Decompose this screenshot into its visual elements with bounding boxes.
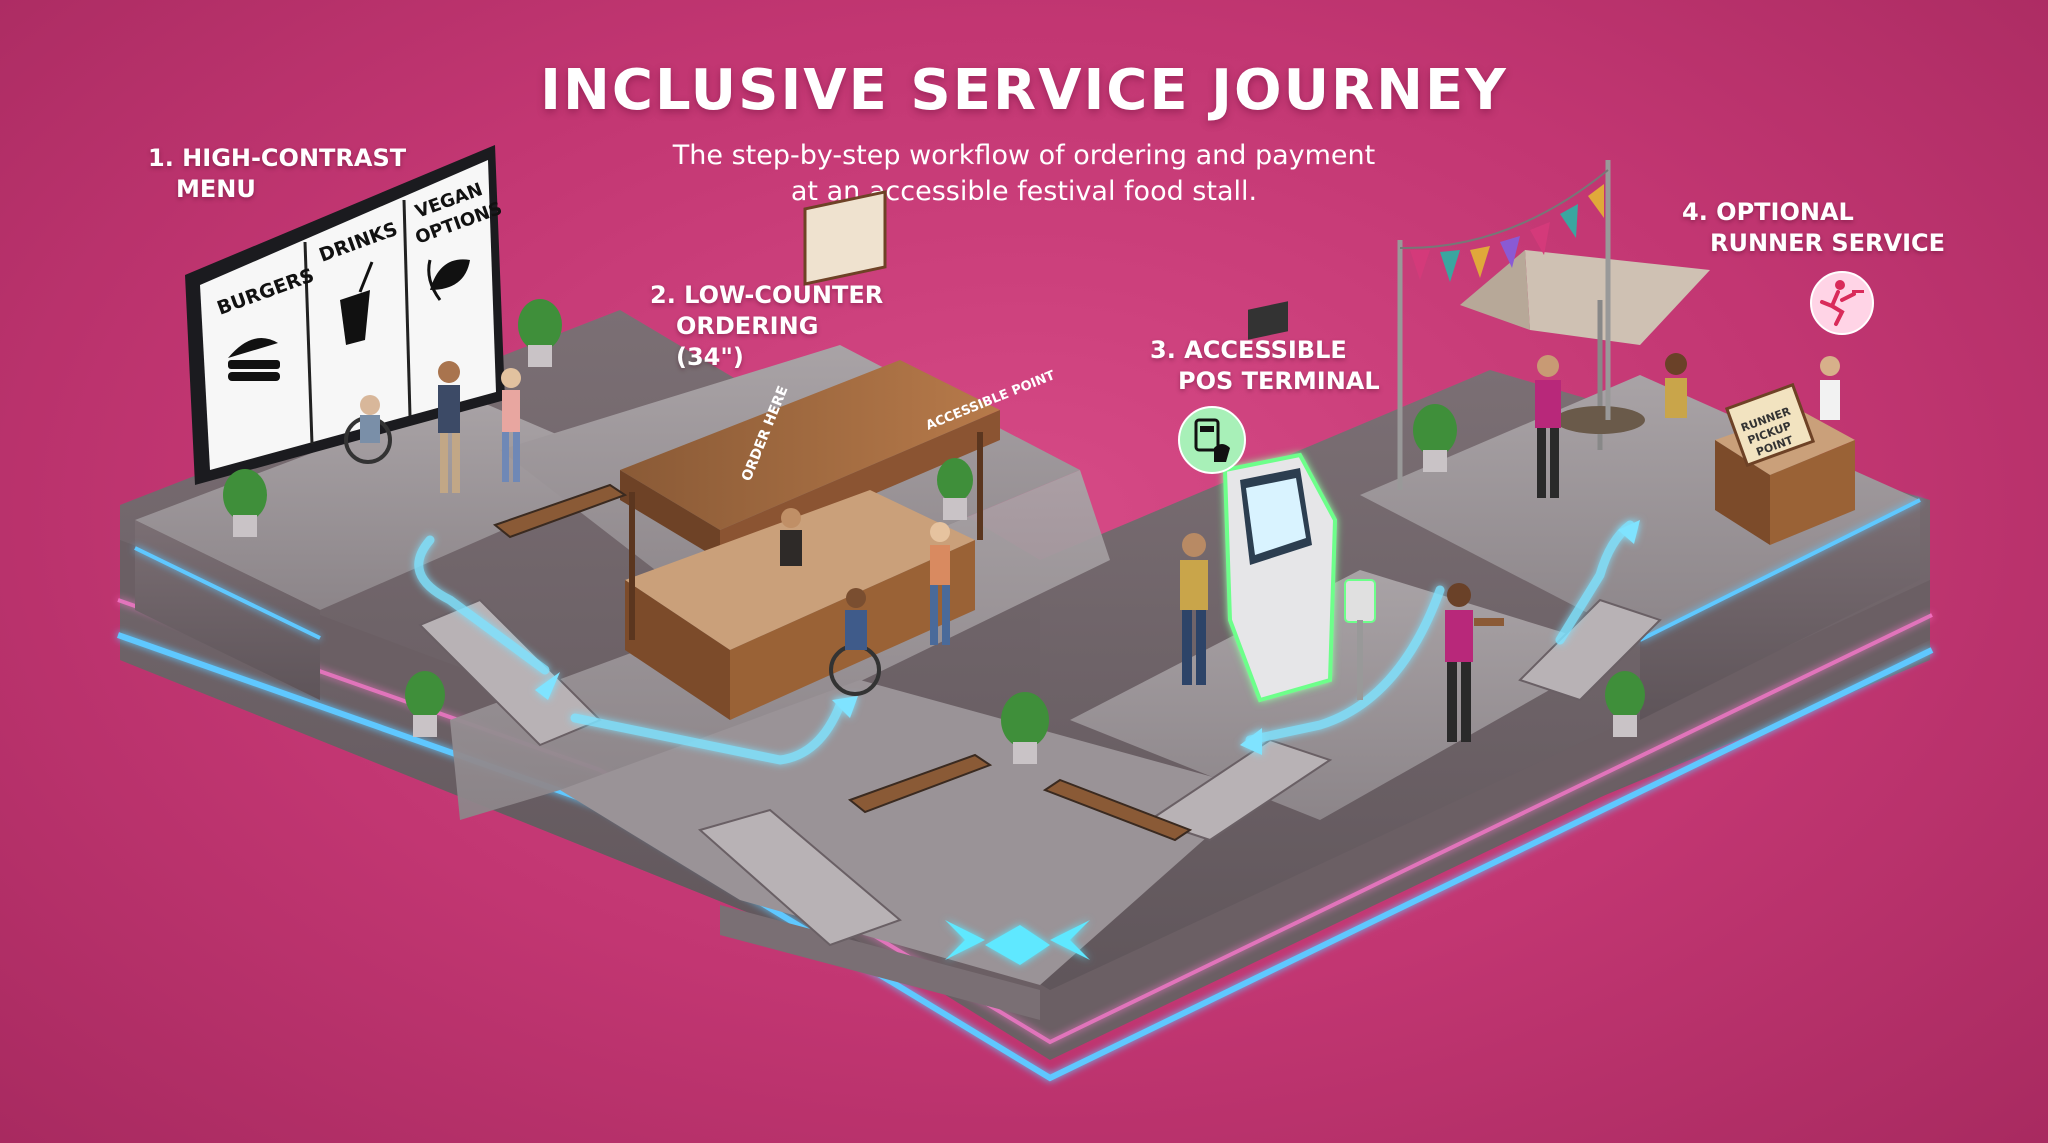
- burger-icon: [228, 338, 280, 381]
- patio-umbrella: [1460, 250, 1710, 450]
- card-reader: [1344, 579, 1376, 700]
- person-runner-upper: [1535, 355, 1561, 498]
- drink-icon: [340, 261, 374, 345]
- page-title: INCLUSIVE SERVICE JOURNEY: [540, 58, 1508, 123]
- person-staff-stall: [780, 508, 802, 566]
- step-2-line-2: ORDERING: [676, 312, 819, 340]
- benches: [492, 483, 1193, 842]
- bunting-flags: [1397, 160, 1611, 490]
- person-seated-table: [1665, 353, 1687, 418]
- pos-kiosk: [1222, 301, 1376, 703]
- step-1-label: 1. HIGH-CONTRAST MENU: [148, 143, 406, 205]
- person-wheelchair-counter: [829, 588, 881, 696]
- step-1-line-1: 1. HIGH-CONTRAST: [148, 144, 407, 172]
- ramps: [418, 598, 1662, 947]
- step-4-line-2: RUNNER SERVICE: [1710, 229, 1946, 257]
- potted-plants: [223, 299, 1645, 764]
- person-wheelchair-menu: [344, 395, 392, 464]
- step-3-label: 3. ACCESSIBLE POS TERMINAL: [1150, 335, 1380, 397]
- person-standing-counter: [930, 522, 950, 645]
- page-subtitle: The step-by-step workflow of ordering an…: [574, 138, 1474, 210]
- step-3-line-1: 3. ACCESSIBLE: [1150, 336, 1347, 364]
- menu-board: BURGERS DRINKS VEGAN OPTIONS: [185, 145, 505, 485]
- path-arrowheads: [535, 520, 1640, 755]
- step-3-line-2: POS TERMINAL: [1178, 367, 1380, 395]
- runner-pickup-counter: RUNNER PICKUP POINT: [1715, 382, 1855, 545]
- step-1-line-2: MENU: [176, 175, 256, 203]
- subtitle-line-1: The step-by-step workflow of ordering an…: [672, 140, 1376, 171]
- central-plaza: [560, 680, 1260, 1020]
- people: [344, 353, 1840, 742]
- person-runner-tray: [1445, 583, 1504, 742]
- person-pos-user: [1180, 533, 1208, 685]
- step-4-line-1: 4. OPTIONAL: [1682, 198, 1854, 226]
- running-waiter-icon: [1810, 271, 1874, 335]
- center-floor-marker: [945, 920, 1090, 965]
- person-pointing-menu: [438, 361, 460, 493]
- step-2-line-1: 2. LOW-COUNTER: [650, 281, 884, 309]
- leaf-icon: [427, 259, 470, 301]
- card-payment-icon: [1178, 406, 1246, 474]
- person-pickup-staff: [1820, 356, 1840, 420]
- step-4-label: 4. OPTIONAL RUNNER SERVICE: [1682, 197, 1945, 259]
- person-walker-menu: [501, 368, 521, 482]
- step-2-line-3: (34"): [676, 343, 744, 371]
- step-2-label: 2. LOW-COUNTER ORDERING (34"): [650, 280, 883, 373]
